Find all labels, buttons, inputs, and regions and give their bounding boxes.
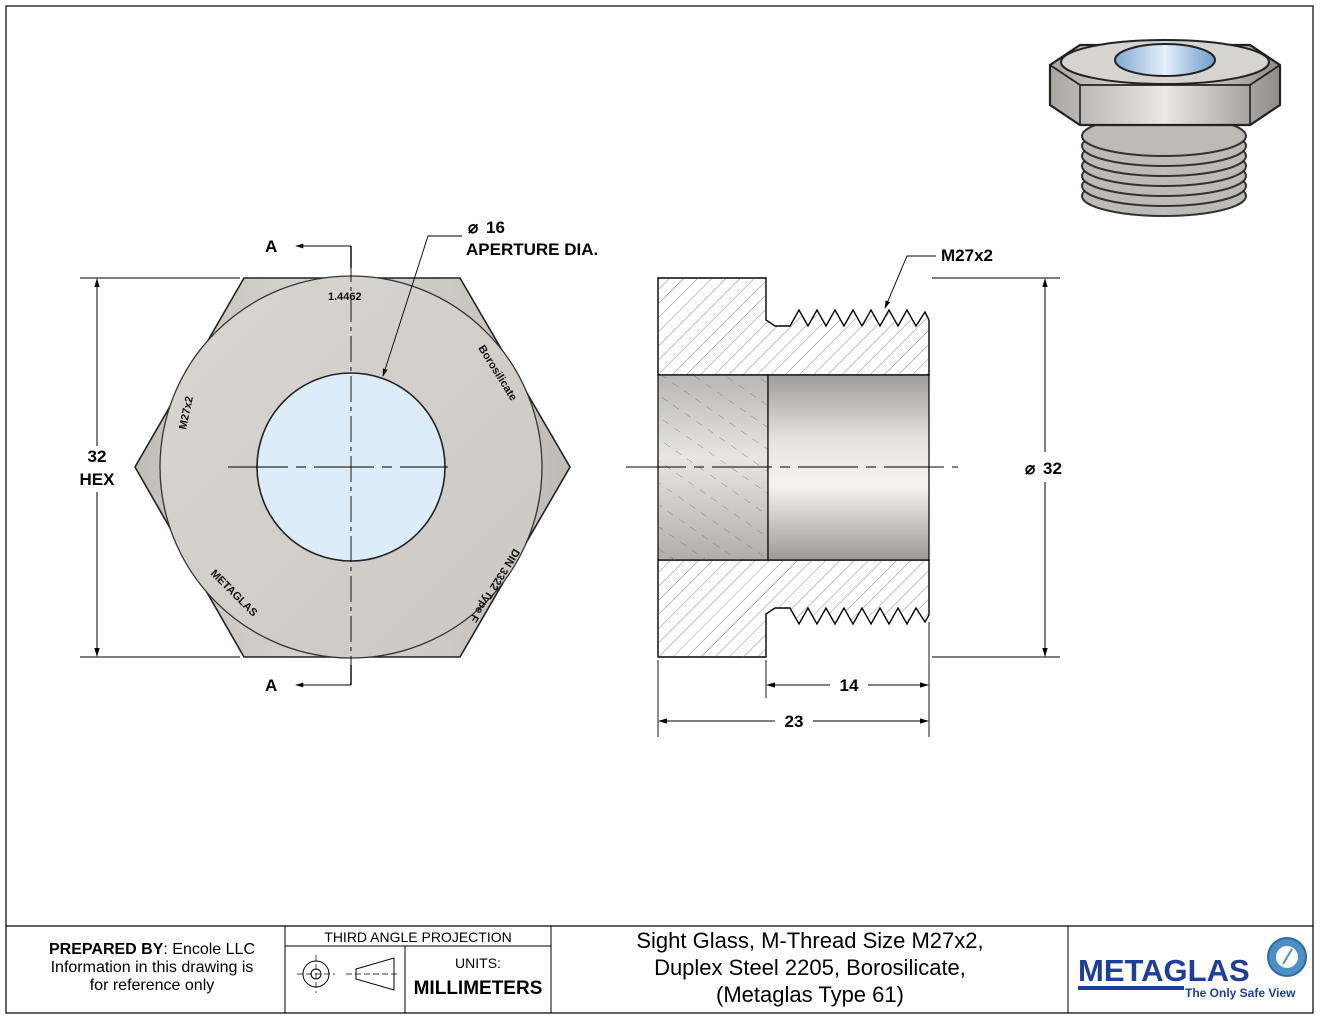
len23-value: 23 — [785, 712, 804, 731]
units-label: UNITS: — [455, 955, 501, 971]
front-view: 1.4462 Borosilicate M27x2 DIN 3322 Type … — [80, 218, 599, 695]
hex-dim-value: 32 — [88, 447, 107, 466]
title-line1: Sight Glass, M-Thread Size M27x2, — [636, 928, 983, 953]
projection-label: THIRD ANGLE PROJECTION — [324, 929, 511, 945]
units-value: MILLIMETERS — [414, 978, 543, 999]
metaglas-logo: METAGLAS The Only Safe View — [1078, 937, 1307, 1000]
aperture-leader — [382, 235, 462, 377]
section-bore — [767, 374, 930, 561]
title-block: PREPARED BY: Encole LLC Information in t… — [6, 925, 1313, 1013]
note-line1: Information in this drawing is — [51, 959, 254, 976]
section-letter-top: A — [265, 237, 277, 256]
third-angle-symbol — [297, 955, 400, 993]
logo-text: METAGLAS — [1078, 953, 1250, 988]
logo-underline — [1078, 986, 1184, 990]
dia-dim-value: 32 — [1043, 459, 1062, 478]
note-line2: for reference only — [90, 977, 215, 994]
len14-value: 14 — [840, 676, 859, 695]
section-letter-bottom: A — [265, 676, 277, 695]
hex-dim-unit: HEX — [80, 470, 116, 489]
prepared-by: PREPARED BY: Encole LLC — [49, 941, 255, 958]
dia-dim-symbol: ⌀ — [1025, 459, 1036, 478]
engraving-material: 1.4462 — [328, 291, 362, 303]
isometric-view — [1048, 39, 1282, 217]
thread-callout: M27x2 — [941, 246, 993, 265]
sheet-border — [5, 5, 1314, 1014]
aperture-dim-symbol: ⌀ — [468, 218, 479, 237]
aperture-label: APERTURE DIA. — [466, 240, 598, 259]
title-line3: (Metaglas Type 61) — [716, 982, 904, 1007]
section-view: M27x2 ⌀ 32 14 23 — [626, 246, 1062, 737]
logo-tagline: The Only Safe View — [1185, 986, 1296, 1000]
aperture-dim-value: 16 — [486, 218, 505, 237]
thread-leader — [884, 255, 936, 309]
title-line2: Duplex Steel 2205, Borosilicate, — [654, 955, 966, 980]
